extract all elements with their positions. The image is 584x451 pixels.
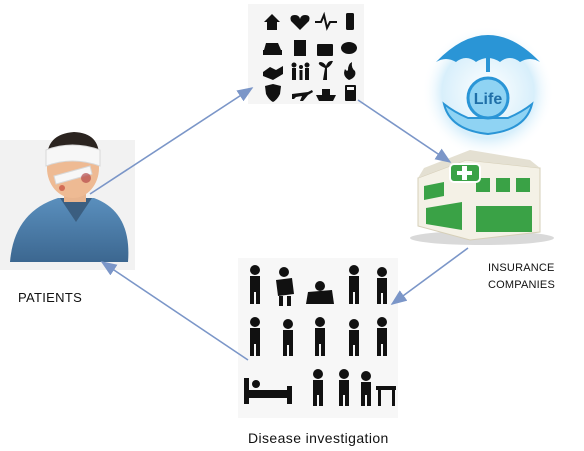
phone-icon bbox=[346, 13, 354, 30]
sick-person-figure bbox=[349, 265, 359, 304]
pulse-icon bbox=[315, 11, 337, 31]
sick-person-figure bbox=[283, 319, 293, 356]
sick-person-figure bbox=[315, 317, 325, 356]
patient-in-bed-figure bbox=[244, 378, 292, 404]
car-icon bbox=[263, 43, 282, 55]
insurance-companies-label: INSURANCE COMPANIES bbox=[488, 260, 555, 294]
insurance-label-line1: INSURANCE bbox=[488, 262, 555, 274]
life-insurance-icon bbox=[422, 26, 554, 158]
disease-figures-grid bbox=[238, 258, 398, 418]
sick-person-figure bbox=[276, 267, 294, 306]
heart-icon bbox=[290, 15, 310, 30]
shield-icon bbox=[265, 84, 281, 102]
arrow-building-to-disease bbox=[390, 247, 469, 305]
arrow-icons-to-building bbox=[357, 99, 452, 163]
piggy-bank-icon bbox=[341, 42, 357, 54]
sick-person-figure bbox=[313, 369, 323, 406]
insurance-building bbox=[410, 150, 554, 245]
sick-person-figure bbox=[349, 319, 359, 356]
patient-figure bbox=[0, 132, 135, 270]
insurance-icon-grid bbox=[248, 4, 364, 104]
ship-icon bbox=[316, 89, 336, 101]
arrow-disease-to-patients bbox=[100, 261, 249, 361]
sick-person-figure bbox=[306, 281, 334, 304]
sick-person-figure bbox=[377, 267, 387, 304]
insurance-label-line2: COMPANIES bbox=[488, 279, 555, 291]
sick-person-figure bbox=[250, 317, 260, 356]
arrow-patients-to-icons bbox=[89, 87, 254, 195]
life-badge-label: Life bbox=[474, 91, 503, 108]
desk-figure bbox=[376, 386, 396, 406]
sick-person-figure bbox=[361, 371, 371, 406]
sick-person-figure bbox=[250, 265, 260, 304]
sick-person-figure bbox=[339, 369, 349, 406]
sick-person-figure bbox=[377, 317, 387, 356]
briefcase-icon bbox=[317, 44, 333, 56]
robot-icon bbox=[294, 40, 306, 56]
palm-tree-icon bbox=[318, 60, 333, 80]
fire-icon bbox=[344, 62, 356, 80]
flow-arrows bbox=[89, 87, 469, 361]
house-icon bbox=[264, 14, 280, 30]
patients-label: PATIENTS bbox=[18, 290, 83, 305]
family-icon bbox=[291, 62, 310, 80]
airplane-icon bbox=[292, 90, 313, 101]
disease-investigation-label: Disease investigation bbox=[248, 430, 389, 446]
handshake-icon bbox=[263, 66, 283, 80]
